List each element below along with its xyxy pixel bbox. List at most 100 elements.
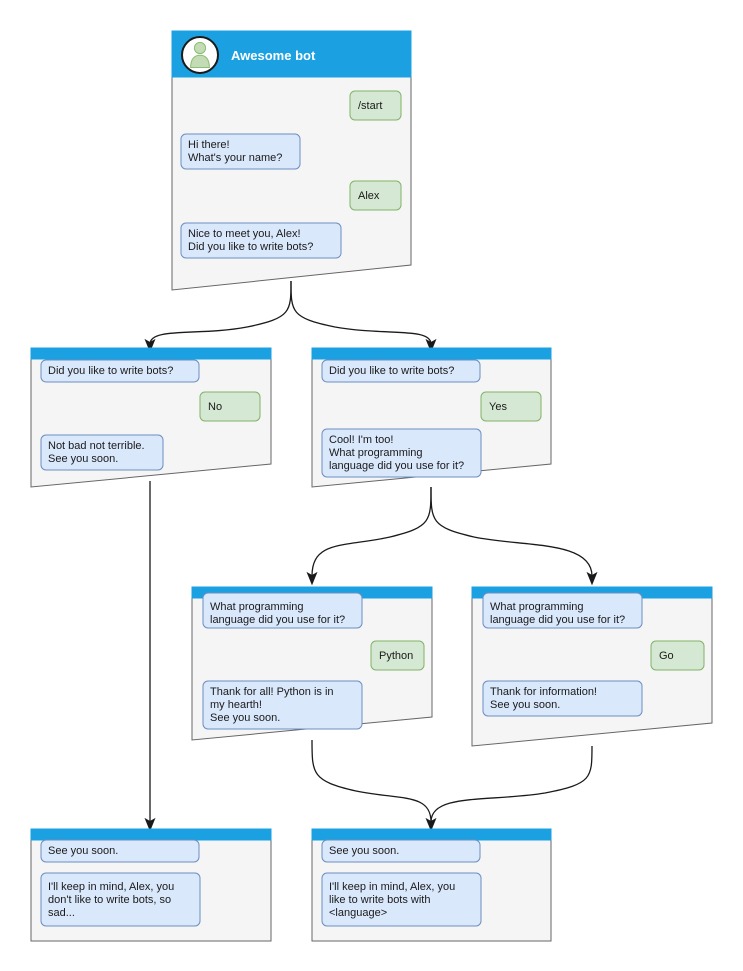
bubble-shape <box>321 359 481 383</box>
card-root[interactable]: Awesome bot /start Hi there! What's your… <box>171 30 412 291</box>
bubble-line: Hi there! <box>188 139 230 151</box>
edge-go-to-end-happy <box>430 745 593 823</box>
message-bubble-bot: I'll keep in mind, Alex, you don't like … <box>40 872 201 927</box>
bubble-shape <box>321 872 482 927</box>
edge-python-to-end-happy <box>311 739 437 832</box>
arrowhead-icon <box>306 571 318 586</box>
bubble-line: What programming <box>329 447 423 459</box>
bubble-shape <box>40 839 200 863</box>
bubble-line: What programming <box>490 601 584 613</box>
message-bubble-bot: Nice to meet you, Alex! Did you like to … <box>180 222 342 259</box>
bubble-shape <box>180 133 301 170</box>
bubble-shape <box>480 391 542 422</box>
edge-path <box>430 486 593 577</box>
bubble-shape <box>202 680 363 730</box>
edge-root-to-no <box>144 280 292 353</box>
bubble-shape <box>482 592 643 629</box>
bubble-line: Did you like to write bots? <box>48 365 173 377</box>
avatar <box>181 36 219 74</box>
bubble-shape <box>321 428 482 478</box>
edge-layer <box>144 280 598 832</box>
bubble-line: language did you use for it? <box>329 460 464 472</box>
bubble-line: I'll keep in mind, Alex, you <box>48 881 174 893</box>
card-end-sad[interactable]: See you soon. I'll keep in mind, Alex, y… <box>30 828 272 942</box>
bubble-line: No <box>208 401 222 413</box>
bubble-shape <box>482 680 643 717</box>
bubble-line: don't like to write bots, so <box>48 894 171 906</box>
bubble-line: See you soon. <box>48 845 118 857</box>
message-bubble-bot: I'll keep in mind, Alex, you like to wri… <box>321 872 482 927</box>
card-header <box>30 347 272 360</box>
bubble-line: See you soon. <box>48 453 118 465</box>
bubble-line: Nice to meet you, Alex! <box>188 228 301 240</box>
edge-yes-to-go <box>430 486 598 586</box>
message-bubble-user: /start <box>349 90 402 121</box>
bubble-line: See you soon. <box>210 712 280 724</box>
arrowhead-icon <box>144 338 156 353</box>
arrowhead-icon <box>425 338 437 353</box>
bubble-shape <box>180 222 342 259</box>
bubble-line: Alex <box>358 190 380 202</box>
edge-path <box>311 486 432 577</box>
message-bubble-bot: Thank for all! Python is in my hearth! S… <box>202 680 363 730</box>
card-end-happy[interactable]: See you soon. I'll keep in mind, Alex, y… <box>311 828 552 942</box>
message-bubble-bot: Thank for information! See you soon. <box>482 680 643 717</box>
bubble-line: language did you use for it? <box>490 614 625 626</box>
bubble-line: like to write bots with <box>329 894 430 906</box>
bubble-line: language did you use for it? <box>210 614 345 626</box>
message-bubble-bot: Hi there! What's your name? <box>180 133 301 170</box>
bubble-line: Thank for all! Python is in <box>210 686 334 698</box>
message-bubble-bot: What programming language did you use fo… <box>482 592 643 629</box>
bubble-line: What programming <box>210 601 304 613</box>
edge-path <box>149 280 292 345</box>
message-bubble-user: Alex <box>349 180 402 211</box>
bubble-line: Python <box>379 650 413 662</box>
bubble-shape <box>349 90 402 121</box>
edge-path <box>430 745 593 823</box>
bubble-line: Cool! I'm too! <box>329 434 393 446</box>
bubble-shape <box>202 592 363 629</box>
message-bubble-user: No <box>199 391 261 422</box>
bubble-line: I'll keep in mind, Alex, you <box>329 881 455 893</box>
bubble-line: Go <box>659 650 674 662</box>
bubble-shape <box>349 180 402 211</box>
message-bubble-user: Python <box>370 640 425 671</box>
bubble-shape <box>199 391 261 422</box>
arrowhead-icon <box>586 571 598 586</box>
message-bubble-user: Yes <box>480 391 542 422</box>
bubble-shape <box>40 872 201 927</box>
bubble-line: my hearth! <box>210 699 262 711</box>
edge-path <box>290 280 432 345</box>
card-header <box>311 347 552 360</box>
bubble-shape <box>40 359 200 383</box>
message-bubble-bot: Did you like to write bots? <box>321 359 481 383</box>
card-python[interactable]: What programming language did you use fo… <box>191 586 433 741</box>
message-bubble-user: Go <box>650 640 705 671</box>
bubble-line: Not bad not terrible. <box>48 440 145 452</box>
card-header <box>311 828 552 841</box>
bubble-line: See you soon. <box>329 845 399 857</box>
bubble-shape <box>370 640 425 671</box>
card-go[interactable]: What programming language did you use fo… <box>471 586 713 747</box>
edge-yes-to-python <box>306 486 432 586</box>
edge-root-to-yes <box>290 280 437 353</box>
card-header <box>30 828 272 841</box>
bubble-shape <box>40 434 164 471</box>
message-bubble-bot: Not bad not terrible. See you soon. <box>40 434 164 471</box>
message-bubble-bot: Cool! I'm too! What programming language… <box>321 428 482 478</box>
card-yes[interactable]: Did you like to write bots? Yes Cool! I'… <box>311 347 552 488</box>
bubble-line: Did you like to write bots? <box>188 241 313 253</box>
card-no[interactable]: Did you like to write bots? No Not bad n… <box>30 347 272 488</box>
message-bubble-bot: What programming language did you use fo… <box>202 592 363 629</box>
bubble-shape <box>650 640 705 671</box>
edge-no-to-end-sad <box>144 481 156 832</box>
card-header-title: Awesome bot <box>231 48 316 63</box>
edge-path <box>311 739 432 823</box>
bubble-line: See you soon. <box>490 699 560 711</box>
bubble-line: /start <box>358 100 382 112</box>
bubble-line: Yes <box>489 401 507 413</box>
bubble-line: <language> <box>329 907 387 919</box>
message-bubble-bot: See you soon. <box>321 839 481 863</box>
bubble-line: Did you like to write bots? <box>329 365 454 377</box>
